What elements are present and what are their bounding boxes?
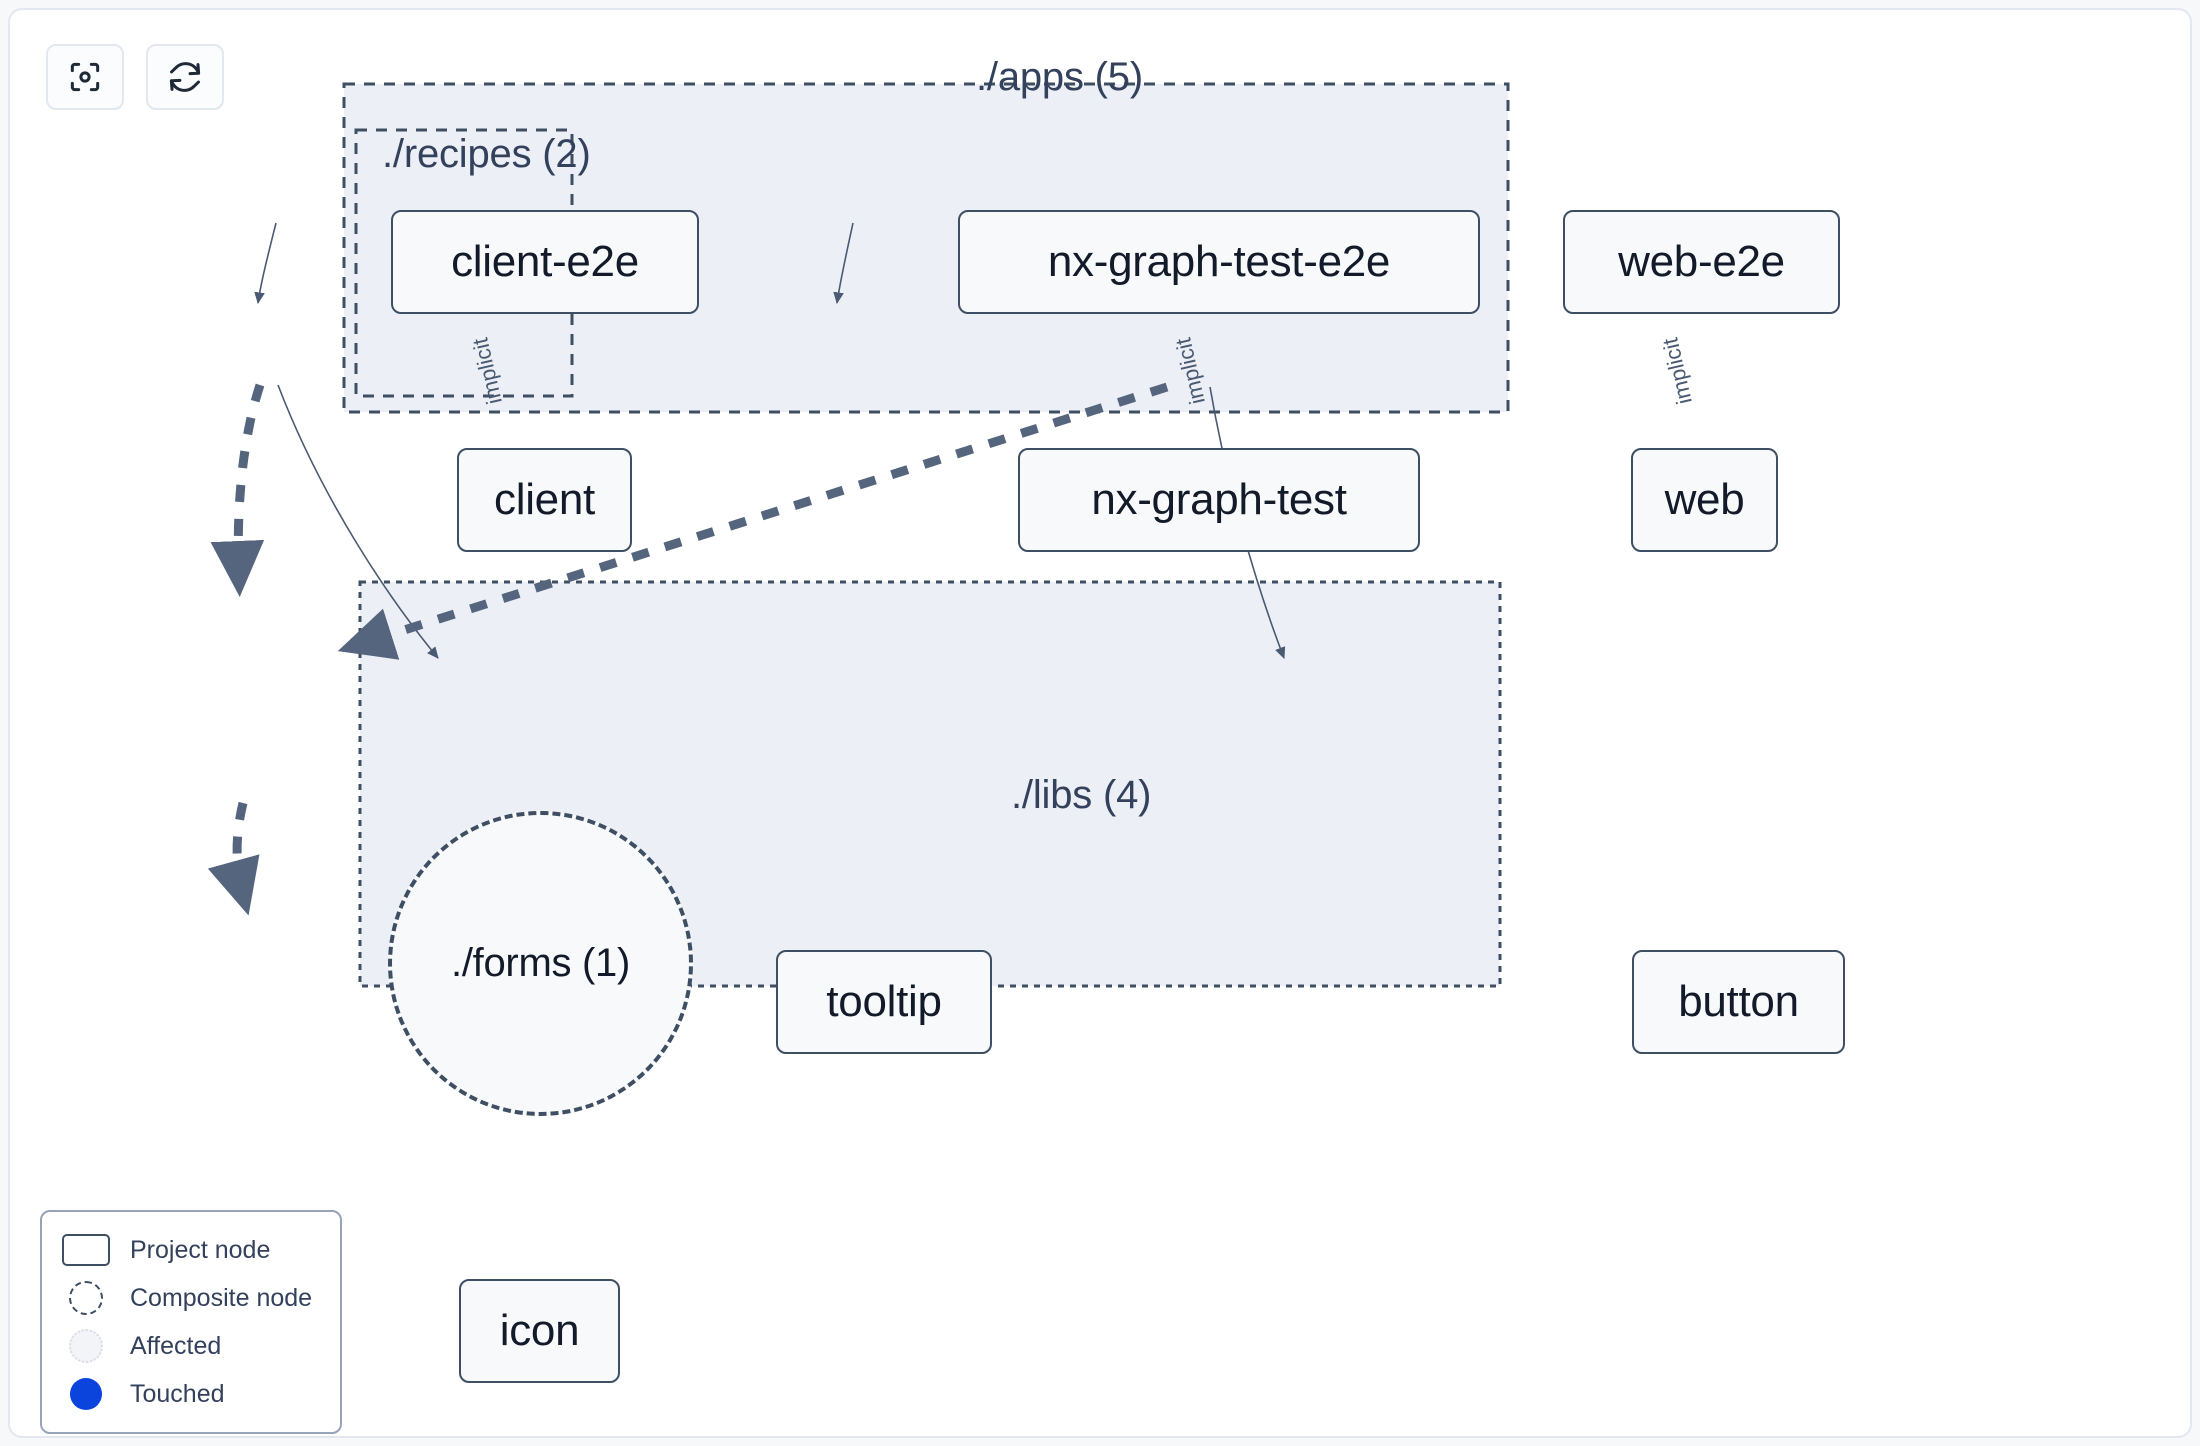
graph-node-nx-graph-test[interactable]: nx-graph-test (1018, 448, 1420, 552)
project-node-symbol-icon (58, 1234, 114, 1266)
graph-node-client-e2e[interactable]: client-e2e (391, 210, 699, 314)
graph-node-nx-graph-test-e2e[interactable]: nx-graph-test-e2e (958, 210, 1480, 314)
focus-graph-button[interactable] (46, 44, 124, 110)
node-label: nx-graph-test-e2e (1047, 237, 1391, 286)
group-label-libs: ./libs (4) (1011, 773, 1152, 817)
graph-node-forms-composite[interactable]: ./forms (1) (388, 811, 693, 1116)
edge-client-to-tooltip (277, 384, 439, 659)
legend-label: Project node (130, 1235, 271, 1264)
graph-node-icon[interactable]: icon (459, 1279, 620, 1383)
legend-item-project-node: Project node (58, 1226, 324, 1274)
node-label: tooltip (826, 977, 942, 1026)
graph-legend: Project node Composite node Affected Tou… (40, 1210, 342, 1434)
viewfinder-icon (66, 58, 104, 96)
legend-item-composite-node: Composite node (58, 1274, 324, 1322)
legend-label: Touched (130, 1379, 225, 1408)
edge-nx-graph-test-e2e-to-nx-graph-test (833, 222, 854, 305)
legend-item-touched: Touched (58, 1370, 324, 1418)
legend-item-affected: Affected (58, 1322, 324, 1370)
graph-node-tooltip[interactable]: tooltip (776, 950, 992, 1054)
node-label: nx-graph-test (1091, 475, 1347, 524)
graph-canvas[interactable]: ./apps (5) ./recipes (2) ./libs (4) impl… (8, 8, 2192, 1438)
node-label: web (1664, 475, 1745, 524)
composite-node-symbol-icon (58, 1281, 114, 1315)
affected-symbol-icon (58, 1329, 114, 1363)
node-label: button (1678, 977, 1799, 1026)
node-label: web-e2e (1618, 237, 1785, 286)
graph-toolbar (46, 44, 224, 110)
edge-web-to-forms (337, 382, 1169, 660)
node-label: client-e2e (451, 237, 639, 286)
refresh-graph-button[interactable] (146, 44, 224, 110)
graph-node-web-e2e[interactable]: web-e2e (1563, 210, 1840, 314)
graph-node-button[interactable]: button (1632, 950, 1845, 1054)
touched-symbol-icon (58, 1378, 114, 1410)
edge-client-e2e-to-client (254, 222, 277, 305)
group-label-recipes: ./recipes (2) (382, 132, 591, 176)
group-label-apps: ./apps (5) (976, 55, 1143, 99)
edge-client-to-forms (210, 383, 265, 598)
node-label: icon (499, 1306, 580, 1355)
legend-label: Affected (130, 1331, 222, 1360)
graph-node-web[interactable]: web (1631, 448, 1778, 552)
node-label: client (494, 475, 595, 524)
node-label: ./forms (1) (451, 941, 630, 985)
edge-forms-to-icon (207, 801, 260, 916)
refresh-icon (166, 58, 204, 96)
graph-node-client[interactable]: client (457, 448, 632, 552)
legend-label: Composite node (130, 1283, 313, 1312)
